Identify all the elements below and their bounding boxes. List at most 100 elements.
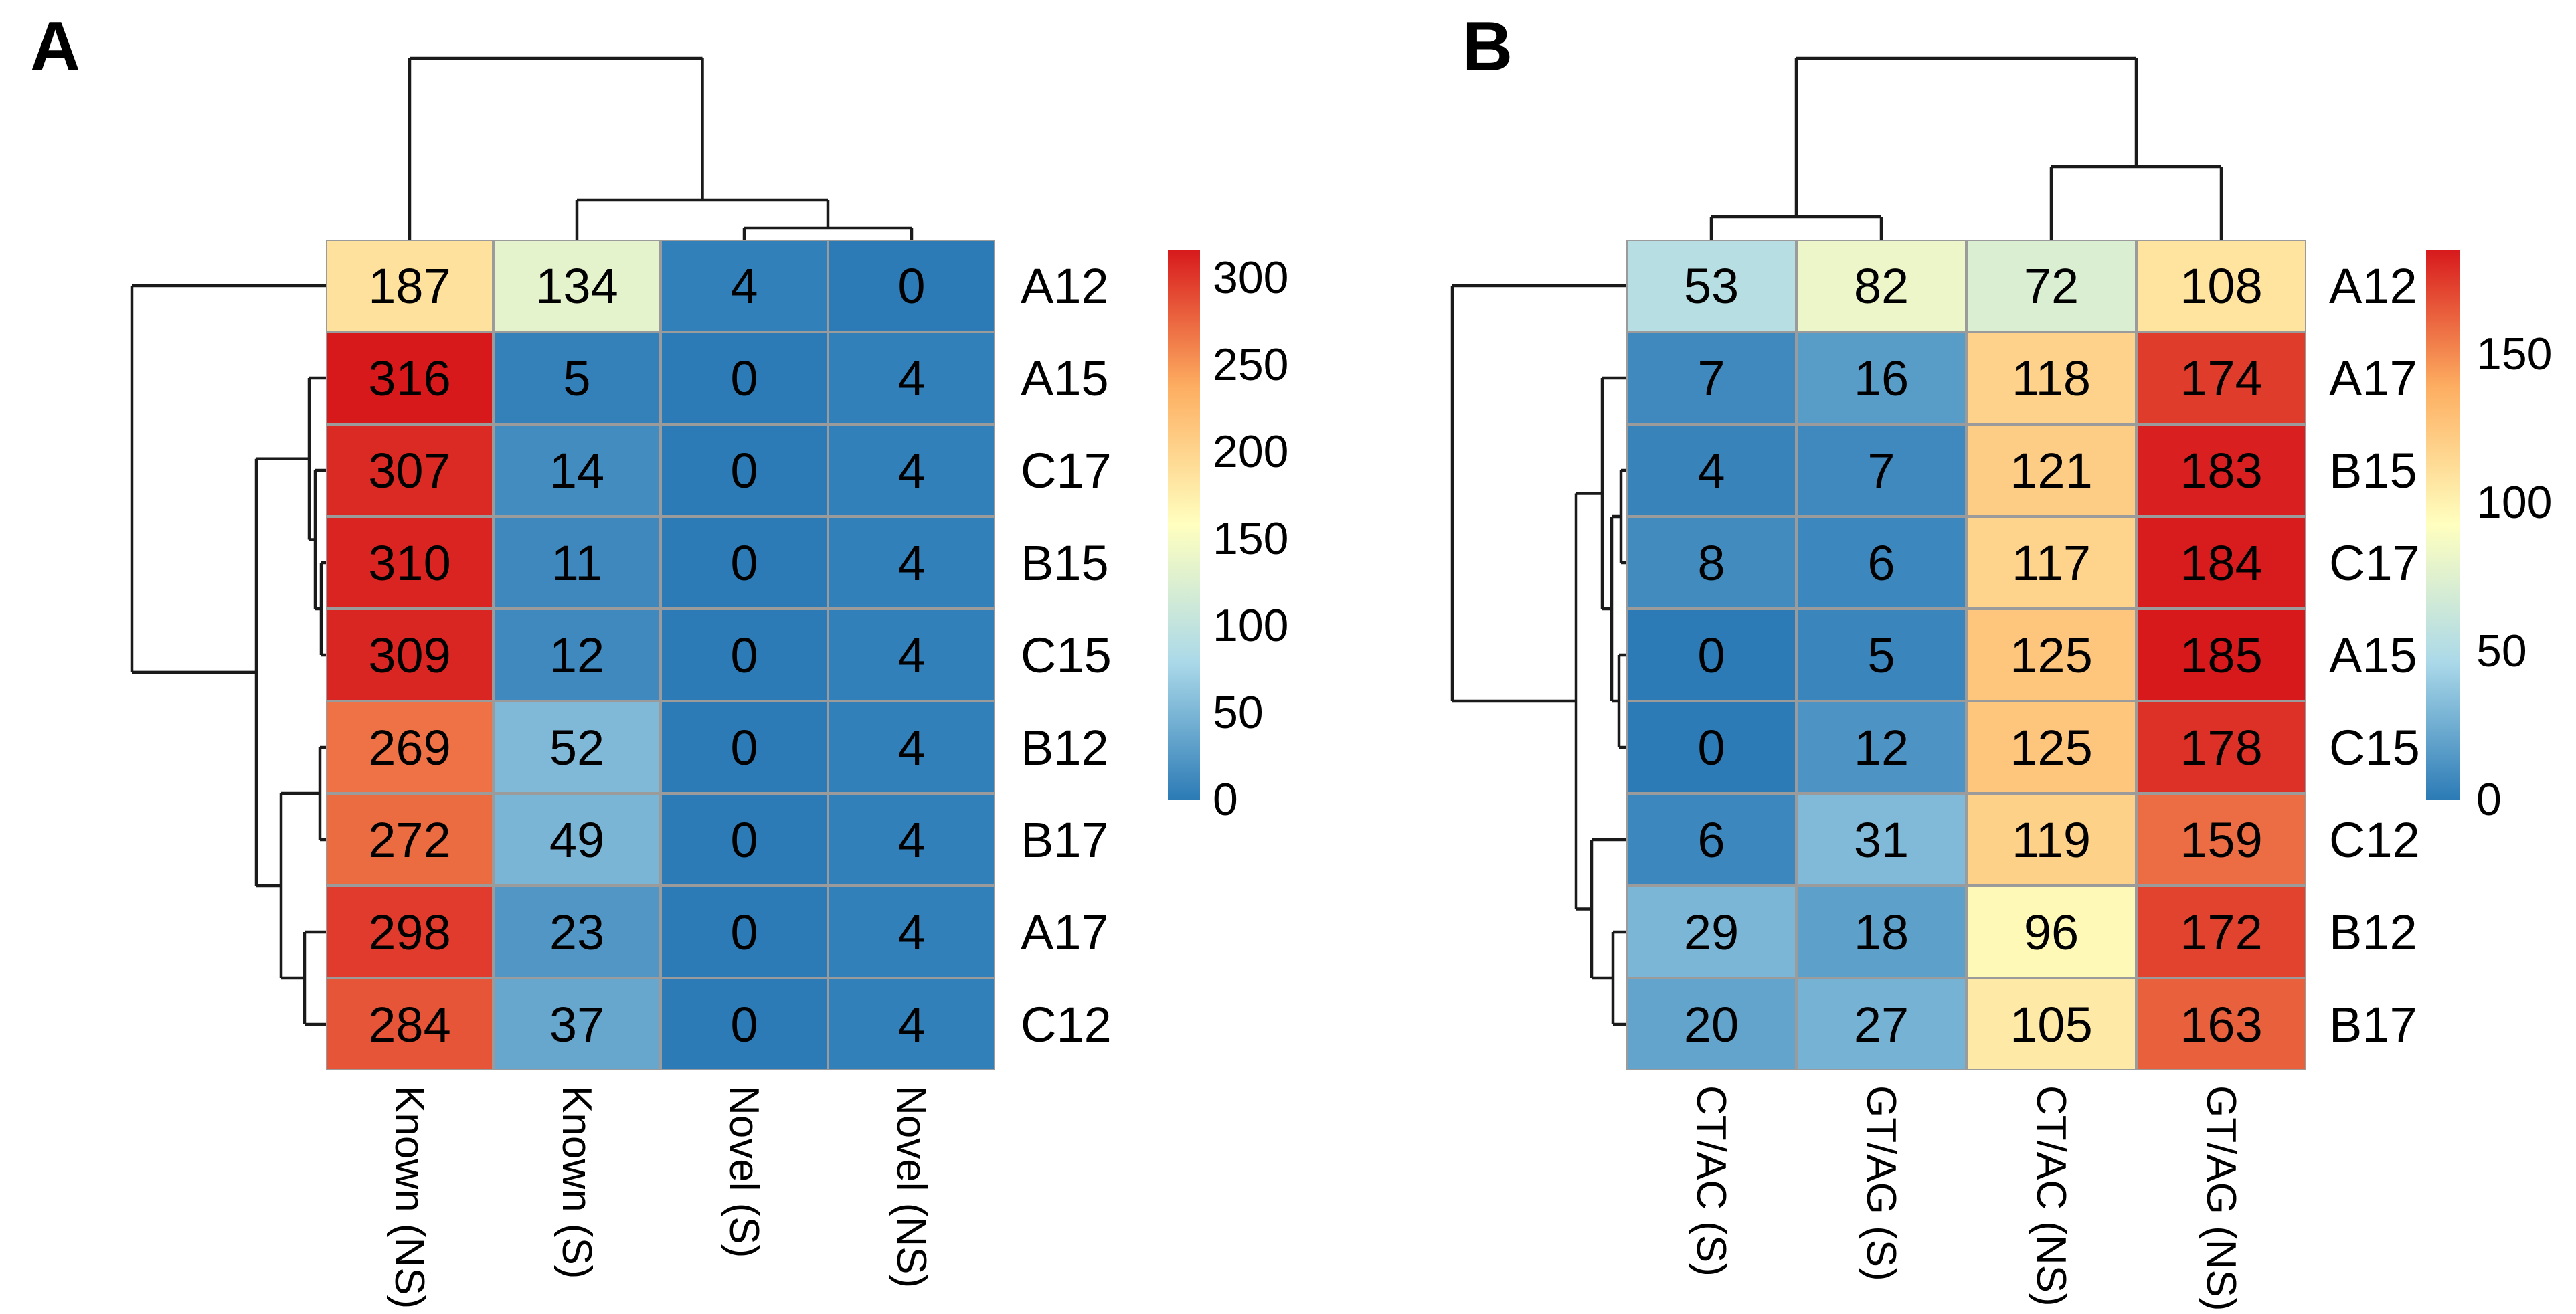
row-label: A12 <box>1021 258 1109 314</box>
heatmap-cell: 0 <box>1626 701 1796 793</box>
row-label: C17 <box>2329 535 2420 591</box>
heatmap-cell: 0 <box>661 517 828 609</box>
row-label: B17 <box>1021 812 1109 868</box>
heatmap-cell: 27 <box>1796 978 1966 1070</box>
panel-a-label: A <box>30 8 81 86</box>
heatmap-cell: 4 <box>828 886 995 978</box>
colorbar <box>2426 250 2460 800</box>
column-label: Novel (NS) <box>888 1085 934 1289</box>
row-label: B12 <box>1021 719 1109 775</box>
colorbar-tick-label: 0 <box>1213 774 1238 825</box>
heatmap-cell: 119 <box>1966 793 2136 886</box>
heatmap-cell: 4 <box>1626 424 1796 517</box>
heatmap-cell: 37 <box>493 978 661 1070</box>
heatmap-cell: 174 <box>2136 332 2306 424</box>
heatmap-cell: 8 <box>1626 517 1796 609</box>
heatmap-cell: 4 <box>828 424 995 517</box>
heatmap-cell: 6 <box>1796 517 1966 609</box>
heatmap-cell: 6 <box>1626 793 1796 886</box>
heatmap-cell: 49 <box>493 793 661 886</box>
colorbar-tick-label: 100 <box>1213 599 1289 651</box>
heatmap-cell: 0 <box>661 978 828 1070</box>
heatmap-cell: 0 <box>661 424 828 517</box>
heatmap-cell: 18 <box>1796 886 1966 978</box>
column-label: GT/AG (NS) <box>2198 1085 2244 1311</box>
heatmap-cell: 4 <box>828 793 995 886</box>
row-label: C15 <box>1021 627 1112 683</box>
row-label: C17 <box>1021 442 1112 498</box>
colorbar-tick-label: 50 <box>1213 686 1264 738</box>
heatmap-cell: 178 <box>2136 701 2306 793</box>
row-label: C12 <box>1021 996 1112 1052</box>
colorbar-tick-label: 0 <box>2476 774 2502 825</box>
colorbar-tick-label: 300 <box>1213 252 1289 303</box>
heatmap-cell: 72 <box>1966 240 2136 332</box>
row-label: B12 <box>2329 904 2417 960</box>
colorbar-tick-label: 200 <box>1213 426 1289 477</box>
heatmap-cell: 0 <box>661 793 828 886</box>
heatmap-cell: 134 <box>493 240 661 332</box>
heatmap-cell: 82 <box>1796 240 1966 332</box>
heatmap-cell: 11 <box>493 517 661 609</box>
heatmap-cell: 118 <box>1966 332 2136 424</box>
heatmap-cell: 163 <box>2136 978 2306 1070</box>
heatmap-cell: 184 <box>2136 517 2306 609</box>
colorbar-tick-label: 250 <box>1213 339 1289 390</box>
heatmap-cell: 23 <box>493 886 661 978</box>
row-label: A12 <box>2329 258 2417 314</box>
row-label: B15 <box>1021 535 1109 591</box>
heatmap-cell: 4 <box>828 609 995 701</box>
heatmap-cell: 0 <box>661 332 828 424</box>
heatmap-cell: 12 <box>493 609 661 701</box>
column-label: Known (NS) <box>386 1085 432 1309</box>
heatmap-cell: 125 <box>1966 701 2136 793</box>
heatmap-cell: 108 <box>2136 240 2306 332</box>
heatmap-cell: 7 <box>1796 424 1966 517</box>
heatmap-cell: 0 <box>661 701 828 793</box>
heatmap-cell: 7 <box>1626 332 1796 424</box>
colorbar-tick-label: 100 <box>2476 476 2553 528</box>
heatmap-cell: 159 <box>2136 793 2306 886</box>
heatmap-cell: 125 <box>1966 609 2136 701</box>
heatmap-cell: 310 <box>326 517 493 609</box>
heatmap-cell: 16 <box>1796 332 1966 424</box>
column-label: GT/AG (S) <box>1858 1085 1904 1281</box>
column-label: Known (S) <box>553 1085 600 1279</box>
column-label: CT/AC (S) <box>1688 1085 1734 1277</box>
row-label: A17 <box>1021 904 1109 960</box>
heatmap-cell: 4 <box>828 701 995 793</box>
colorbar-tick-label: 150 <box>2476 328 2553 379</box>
heatmap-cell: 316 <box>326 332 493 424</box>
heatmap-cell: 0 <box>828 240 995 332</box>
row-label: A17 <box>2329 350 2417 406</box>
panel-b-label: B <box>1462 8 1513 86</box>
heatmap-cell: 29 <box>1626 886 1796 978</box>
heatmap-cell: 4 <box>828 517 995 609</box>
heatmap-cell: 31 <box>1796 793 1966 886</box>
heatmap-cell: 12 <box>1796 701 1966 793</box>
heatmap-cell: 183 <box>2136 424 2306 517</box>
heatmap-cell: 4 <box>661 240 828 332</box>
heatmap-cell: 4 <box>828 332 995 424</box>
heatmap-cell: 0 <box>661 609 828 701</box>
column-label: CT/AC (NS) <box>2028 1085 2074 1307</box>
heatmap-cell: 5 <box>1796 609 1966 701</box>
heatmap-cell: 117 <box>1966 517 2136 609</box>
heatmap-cell: 284 <box>326 978 493 1070</box>
heatmap-cell: 96 <box>1966 886 2136 978</box>
row-label: B17 <box>2329 996 2417 1052</box>
heatmap-cell: 309 <box>326 609 493 701</box>
colorbar <box>1168 250 1200 800</box>
column-dendrogram <box>1709 56 2223 240</box>
heatmap-cell: 53 <box>1626 240 1796 332</box>
heatmap-cell: 121 <box>1966 424 2136 517</box>
heatmap-cell: 272 <box>326 793 493 886</box>
row-label: A15 <box>2329 627 2417 683</box>
heatmap-cell: 185 <box>2136 609 2306 701</box>
heatmap-cell: 307 <box>326 424 493 517</box>
row-label: B15 <box>2329 442 2417 498</box>
column-label: Novel (S) <box>721 1085 767 1258</box>
